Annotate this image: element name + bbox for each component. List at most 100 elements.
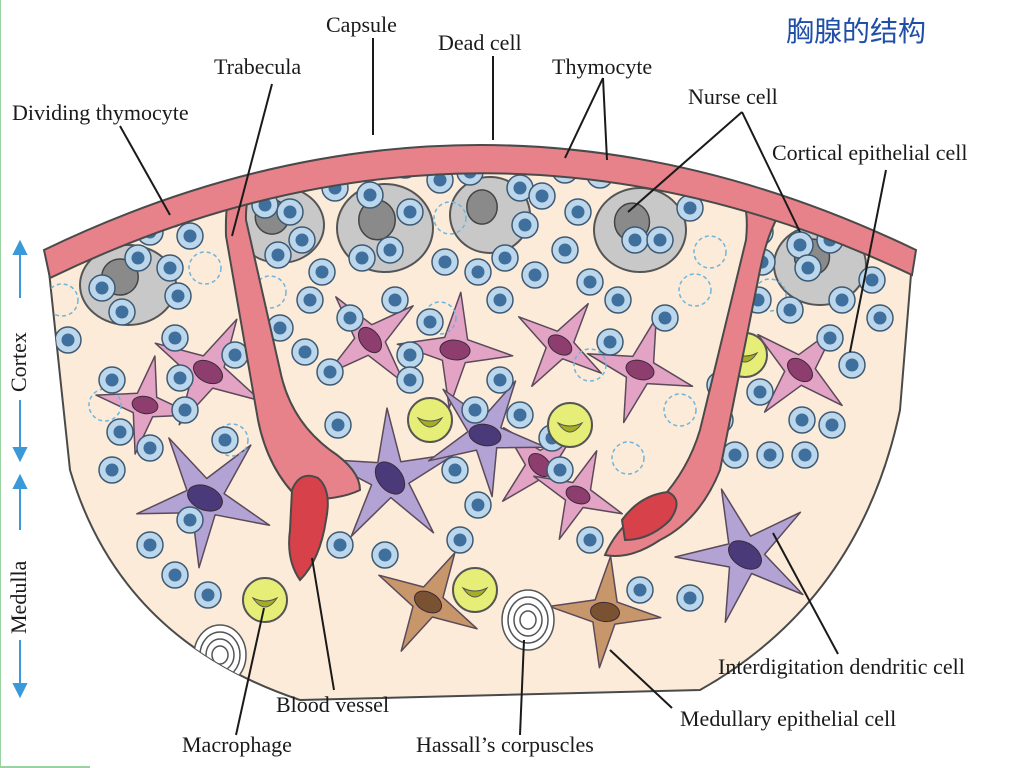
label-trabecula: Trabecula	[214, 54, 302, 79]
thymocyte-nucleus-71	[448, 463, 462, 477]
thymocyte-nucleus-87	[823, 331, 837, 345]
thymocyte-nucleus-54	[493, 293, 507, 307]
thymocyte-nucleus-38	[323, 365, 337, 379]
cortical-epithelial-cell-7-nucleus	[565, 485, 591, 505]
blood-vessel-left	[288, 474, 329, 582]
thymocyte-nucleus-78	[793, 238, 807, 252]
trabecula-right	[603, 187, 793, 557]
thymocyte-nucleus-62	[628, 233, 642, 247]
thymocyte-nucleus-15	[178, 403, 192, 417]
thymocyte-nucleus-72	[553, 463, 567, 477]
thymocyte-nucleus-59	[558, 243, 572, 257]
thymocyte-nucleus-21	[183, 513, 197, 527]
thymocyte-nucleus-6	[115, 305, 129, 319]
thymocyte-nucleus-39	[343, 311, 357, 325]
slide-edge-bottom	[0, 766, 90, 768]
label-capsule: Capsule	[326, 12, 397, 37]
thymocyte-nucleus-97	[683, 591, 697, 605]
label-thymocyte: Thymocyte	[552, 54, 653, 79]
thymocyte-nucleus-61	[611, 293, 625, 307]
hassalls-corpuscle-1-ring-0	[501, 589, 555, 651]
capsule-band	[42, 144, 918, 280]
thymocyte-nucleus-9	[168, 331, 182, 345]
label-medullary-epithelial-cell: Medullary epithelial cell	[680, 706, 897, 731]
thymocyte-nucleus-46	[378, 548, 392, 562]
thymocyte-nucleus-34	[315, 265, 329, 279]
thymocyte-nucleus-76	[453, 533, 467, 547]
thymocyte-nucleus-18	[143, 538, 157, 552]
label-blood-vessel: Blood vessel	[276, 692, 390, 717]
thymocyte-nucleus-64	[683, 201, 697, 215]
region-label-medulla: Medulla	[6, 560, 31, 634]
thymocyte-nucleus-47	[403, 373, 417, 387]
thymocyte-nucleus-70	[468, 403, 482, 417]
thymocyte-nucleus-73	[583, 533, 597, 547]
thymocyte-nucleus-86	[873, 311, 887, 325]
thymocyte-nucleus-51	[498, 251, 512, 265]
thymocyte-nucleus-68	[513, 408, 527, 422]
thymocyte-nucleus-22	[258, 198, 272, 212]
thymocyte-nucleus-85	[865, 273, 879, 287]
region-arrows	[12, 239, 28, 699]
thymocyte-nucleus-80	[801, 261, 815, 275]
blood-vessel-right	[620, 490, 678, 542]
thymocyte-nucleus-66	[603, 335, 617, 349]
thymocyte-nucleus-36	[273, 321, 287, 335]
thymocyte-nucleus-94	[728, 448, 742, 462]
thymocyte-nucleus-16	[218, 433, 232, 447]
dead-cell-3	[88, 388, 122, 422]
thymocyte-nucleus-31	[403, 205, 417, 219]
thymocyte-nucleus-10	[228, 348, 242, 362]
dendritic-cell-2-nucleus	[468, 423, 502, 447]
thymocyte-nucleus-33	[355, 251, 369, 265]
cortical-epithelial-cell-2-nucleus	[357, 326, 383, 354]
hassalls-corpuscle-1-ring-1	[507, 596, 549, 644]
label-hassalls-corpuscles: Hassall’s corpuscles	[416, 732, 594, 757]
thymocyte-nucleus-4	[163, 261, 177, 275]
thymocyte-nucleus-74	[633, 583, 647, 597]
macrophage-nucleus-1	[416, 416, 444, 428]
thymocyte-nucleus-63	[653, 233, 667, 247]
dead-cell-8	[663, 393, 697, 427]
thymocyte-nucleus-53	[438, 255, 452, 269]
label-dividing-thymocyte: Dividing thymocyte	[12, 100, 189, 125]
hassalls-corpuscle-1-ring-2	[513, 603, 543, 637]
region-label-cortex: Cortex	[6, 332, 31, 392]
thymocyte-nucleus-2	[183, 229, 197, 243]
dead-cell-1	[188, 251, 222, 285]
cortical-epithelial-cell-3-nucleus	[439, 339, 471, 361]
thymocyte-nucleus-83	[783, 303, 797, 317]
thymocyte-nucleus-65	[658, 311, 672, 325]
thymocyte-nucleus-5	[95, 281, 109, 295]
thymocyte-nucleus-19	[168, 568, 182, 582]
label-macrophage: Macrophage	[182, 732, 292, 757]
thymocyte-nucleus-40	[388, 293, 402, 307]
cortical-epithelial-cell-4-nucleus	[547, 334, 573, 356]
thymocyte-nucleus-17	[105, 463, 119, 477]
thymocyte-nucleus-24	[295, 233, 309, 247]
dead-cell-10	[678, 273, 712, 307]
dendritic-cell-3-nucleus	[728, 540, 762, 570]
thymocyte-nucleus-88	[845, 358, 859, 372]
thymocyte-nucleus-84	[835, 293, 849, 307]
cortical-epithelial-cell-8-nucleus	[787, 357, 813, 383]
dead-cell-0	[48, 283, 79, 317]
thymocyte-nucleus-96	[798, 448, 812, 462]
macrophage-nucleus-2	[556, 421, 584, 433]
thymocyte-nucleus-32	[383, 243, 397, 257]
thymocyte-nucleus-52	[471, 265, 485, 279]
macrophage-4	[452, 567, 498, 613]
thymocyte-nucleus-25	[271, 248, 285, 262]
thymocyte-nucleus-29	[433, 173, 447, 187]
hassalls-corpuscle-1-ring-3	[519, 610, 537, 630]
thymocyte-nucleus-43	[331, 418, 345, 432]
hassalls-corpuscle-0-ring-3	[211, 645, 229, 665]
cortical-epithelial-cell-0-nucleus	[192, 359, 224, 385]
thymocyte-nucleus-14	[143, 441, 157, 455]
macrophage-nucleus-0	[251, 596, 279, 608]
dead-cell-5	[433, 201, 467, 235]
dead-cell-7	[573, 348, 607, 382]
thymocyte-nucleus-58	[571, 205, 585, 219]
thymocyte-nucleus-67	[493, 373, 507, 387]
